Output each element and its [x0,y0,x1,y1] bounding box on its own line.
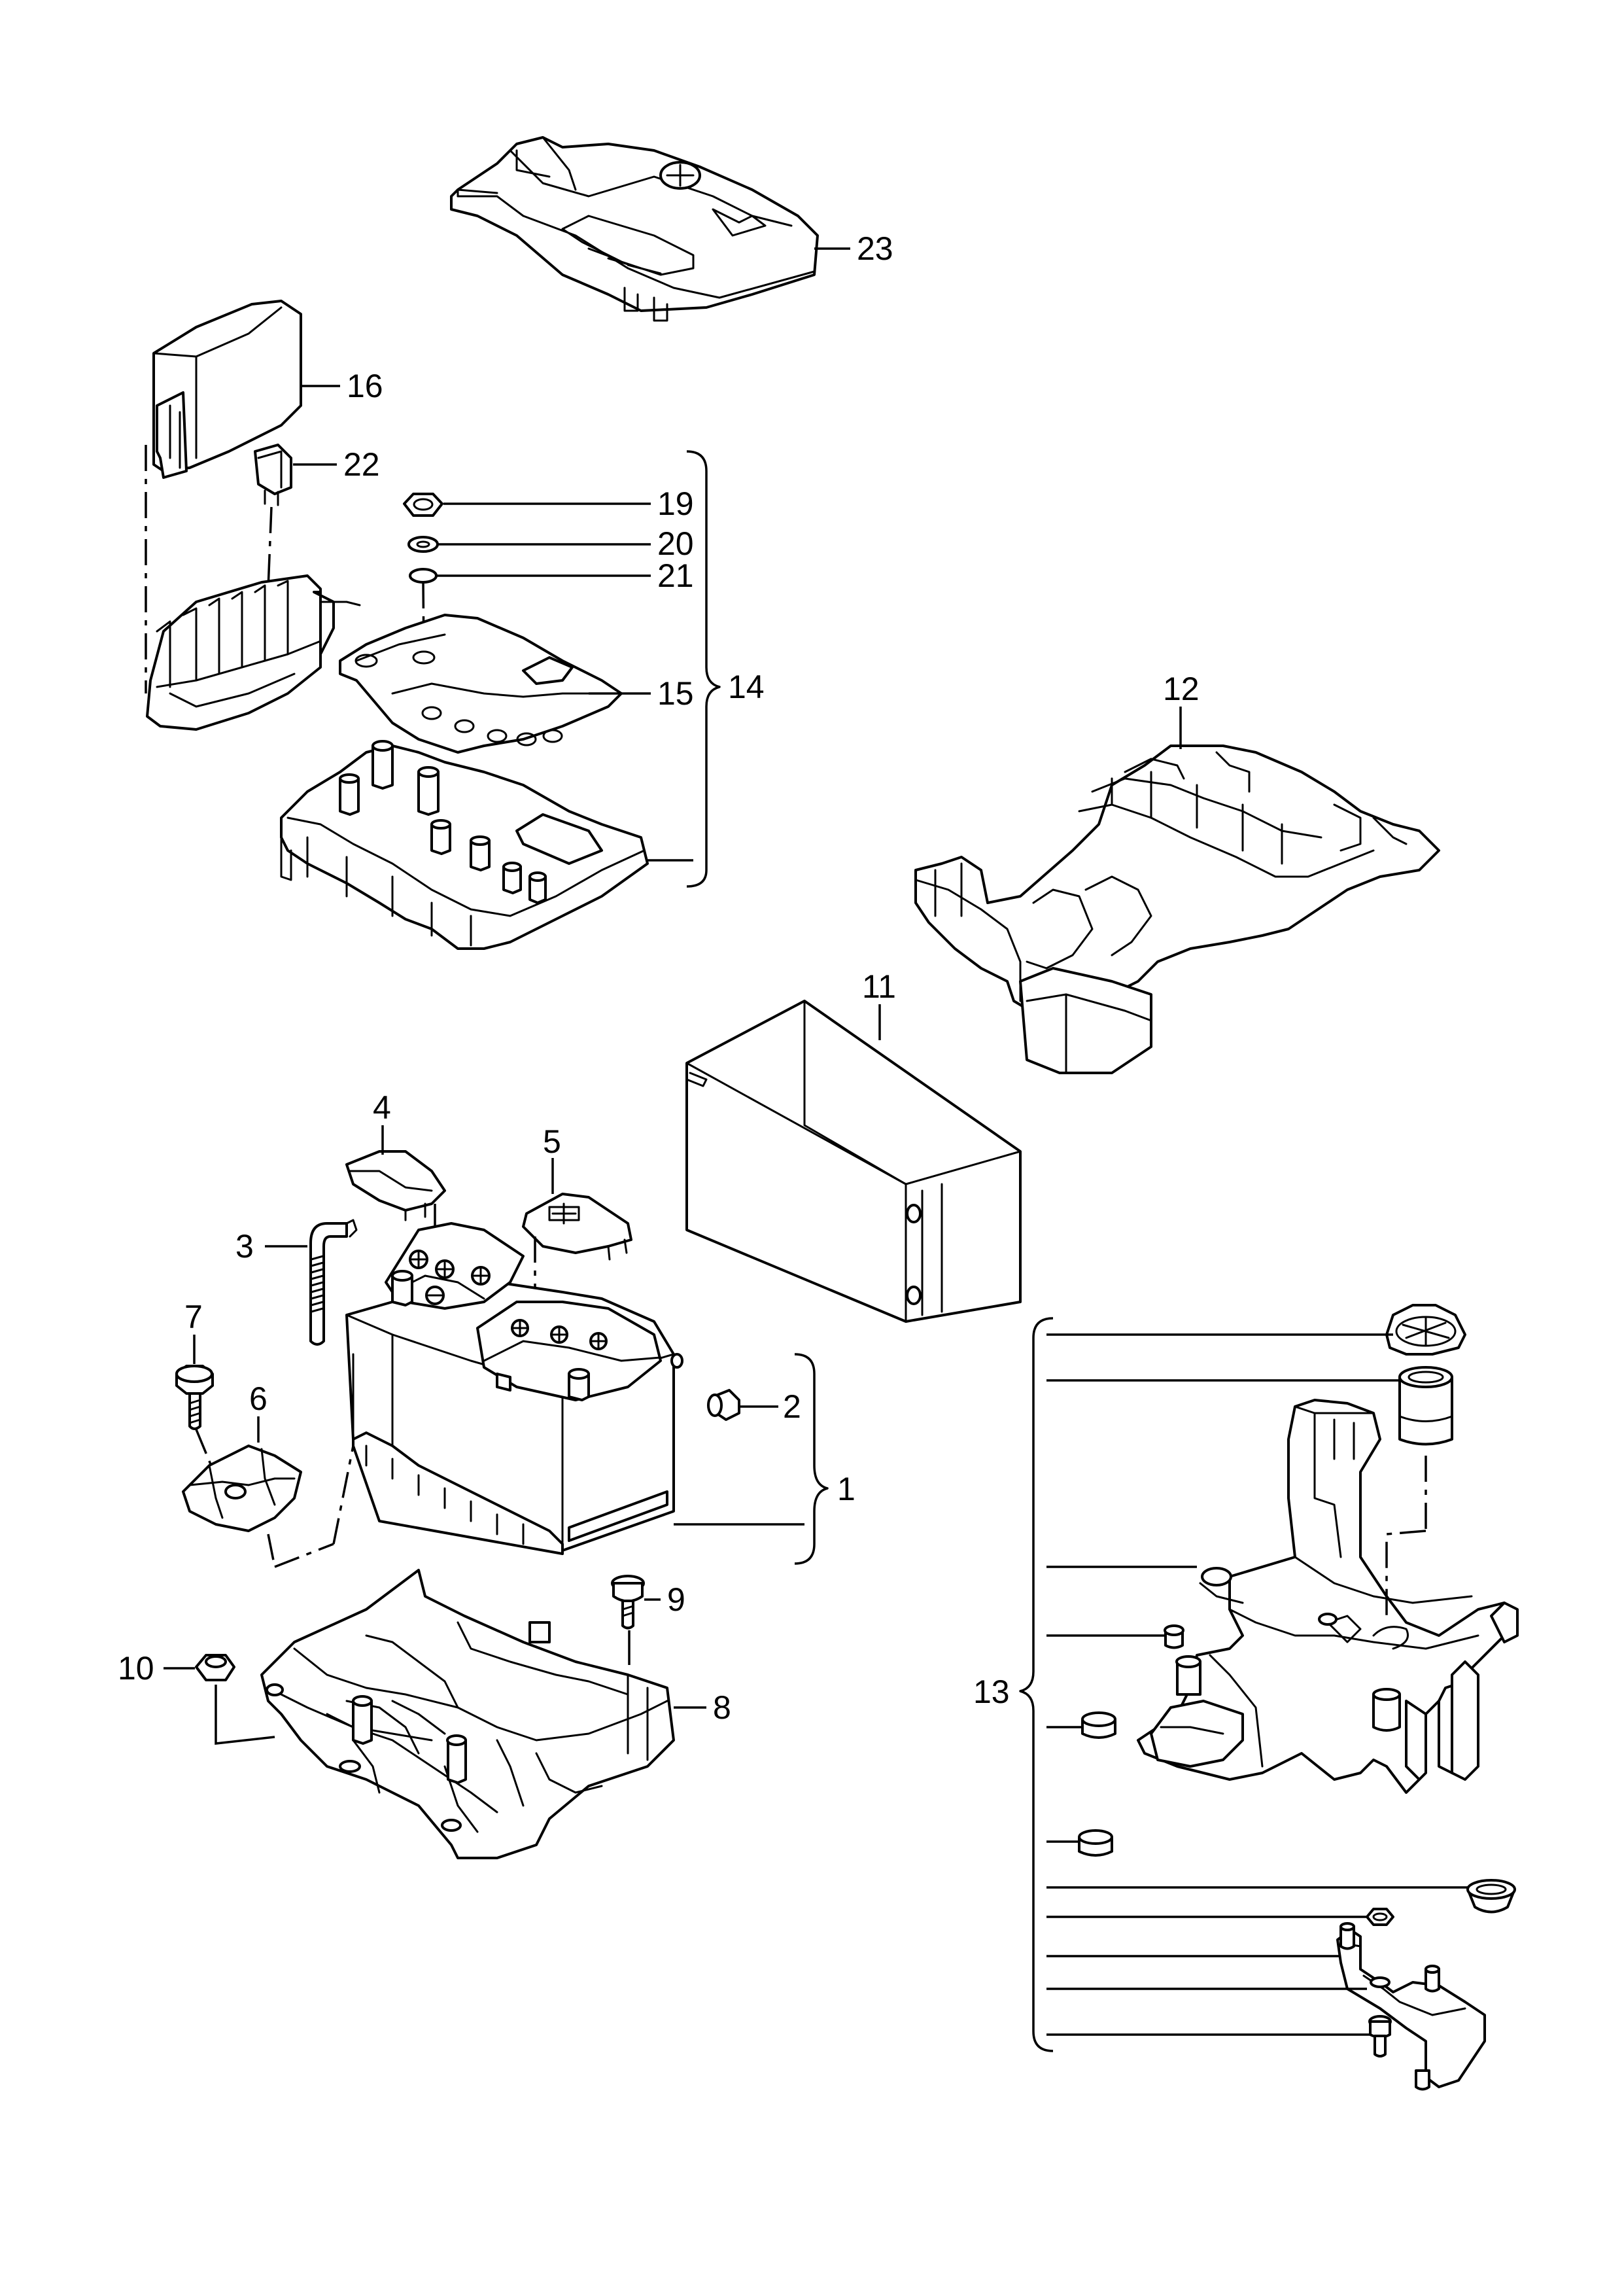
part-9-bolt[interactable] [611,1575,645,1630]
callout-4: 4 [373,1089,391,1126]
callout-9: 9 [667,1581,685,1618]
callout-15: 15 [657,675,694,712]
callout-5: 5 [543,1123,561,1160]
brace-14 [686,450,721,888]
callout-23: 23 [857,230,893,267]
part-15-busbar-plate[interactable] [339,614,623,754]
part-8-battery-tray[interactable] [260,1569,675,1859]
part-10-nut[interactable] [195,1654,235,1681]
part-7-bolt[interactable] [175,1365,214,1430]
part-12-battery-tray-cover[interactable] [914,745,1440,1074]
part-11-battery-sleeve[interactable] [685,1000,1022,1323]
assembly-line-6 [267,1533,276,1568]
leaders-13 [1046,1333,1468,2036]
callout-16: 16 [347,368,383,404]
callout-8: 8 [713,1689,731,1726]
part-2-vent-plug[interactable] [707,1389,740,1421]
part-5-positive-terminal-cover[interactable] [522,1193,632,1261]
assembly-line-6b [274,1445,354,1568]
callout-21: 21 [657,557,694,594]
assembly-line-22 [267,506,273,589]
part-23-battery-cover[interactable] [450,136,819,322]
part-13-bracket-assembly[interactable] [1078,1304,1519,2091]
leader-10b [215,1685,275,1745]
part-6-hold-down-clamp[interactable] [182,1445,302,1532]
callout-14: 14 [728,669,765,705]
callout-19: 19 [657,485,694,522]
callout-7: 7 [184,1299,203,1335]
part-21-terminal-washer[interactable] [409,568,438,584]
callout-12: 12 [1163,671,1200,707]
part-16-fuse-box-lid[interactable] [152,300,302,479]
callout-22: 22 [343,446,380,483]
callout-1: 1 [837,1471,855,1507]
part-20-washer[interactable] [407,536,439,553]
part-19-nut[interactable] [403,493,443,517]
callout-11: 11 [862,968,896,1005]
brace-1 [794,1353,829,1565]
part-3-vent-hose[interactable] [309,1219,358,1346]
assembly-line-13b [1385,1530,1426,1616]
part-4-terminal-cover[interactable] [345,1150,446,1221]
brace-13 [1019,1317,1054,2052]
part-1-battery[interactable] [345,1222,683,1555]
callout-13: 13 [973,1673,1010,1710]
part-22-fuse[interactable] [254,444,292,506]
callout-20: 20 [657,525,694,562]
callout-labels: 1 2 3 4 5 6 7 8 9 10 11 12 13 14 15 16 1… [118,230,1200,1726]
callout-2: 2 [783,1388,801,1425]
fuse-holder[interactable] [146,574,361,731]
callout-3: 3 [235,1228,254,1265]
fuse-carrier-housing[interactable] [280,740,649,950]
callout-6: 6 [249,1380,268,1417]
callout-10: 10 [118,1650,154,1687]
